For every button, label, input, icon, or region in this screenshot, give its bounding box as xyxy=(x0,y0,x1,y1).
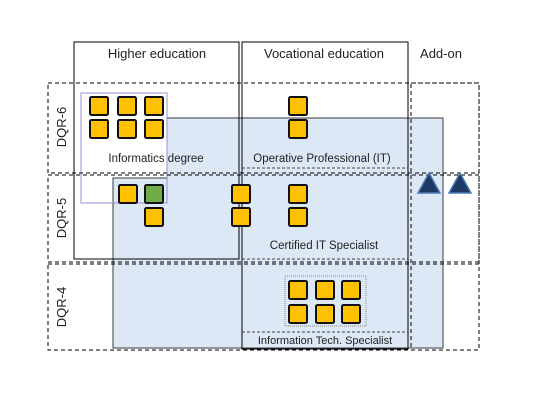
higher-education-column xyxy=(73,41,240,260)
row-label-dqr6: DQR-6 xyxy=(54,107,69,147)
qualification-square xyxy=(288,119,308,139)
qualification-square xyxy=(144,207,164,227)
infotech-group-outline xyxy=(284,275,367,327)
qualification-square xyxy=(231,184,251,204)
qualification-square xyxy=(341,280,361,300)
qualification-square-highlighted xyxy=(144,184,164,204)
qualification-square xyxy=(288,280,308,300)
qualification-square xyxy=(288,96,308,116)
qualification-square xyxy=(315,280,335,300)
qualification-square xyxy=(288,304,308,324)
label-certified-it-specialist: Certified IT Specialist xyxy=(270,240,379,252)
qualification-squares xyxy=(89,96,361,324)
qualification-square xyxy=(144,96,164,116)
row-label-dqr5: DQR-5 xyxy=(54,198,69,238)
qualification-square xyxy=(315,304,335,324)
qualification-square xyxy=(288,207,308,227)
qualification-square xyxy=(118,184,138,204)
qualification-square xyxy=(117,119,137,139)
qualification-square xyxy=(89,119,109,139)
row-label-dqr4: DQR-4 xyxy=(54,287,69,327)
qualification-square xyxy=(117,96,137,116)
qualification-square xyxy=(231,207,251,227)
row-band-dqr4 xyxy=(47,263,480,351)
qualification-square xyxy=(144,119,164,139)
addon-triangle-2 xyxy=(447,171,473,194)
column-header-vocational: Vocational education xyxy=(264,46,384,61)
qualification-square xyxy=(89,96,109,116)
qualification-square xyxy=(288,184,308,204)
label-information-tech-specialist: Information Tech. Specialist xyxy=(258,335,392,347)
column-header-higher: Higher education xyxy=(108,46,206,61)
label-operative-professional: Operative Professional (IT) xyxy=(253,153,391,165)
column-header-addon: Add-on xyxy=(420,46,462,61)
label-informatics-degree: Informatics degree xyxy=(108,153,203,165)
qualification-square xyxy=(341,304,361,324)
addon-triangle-1 xyxy=(416,171,442,194)
